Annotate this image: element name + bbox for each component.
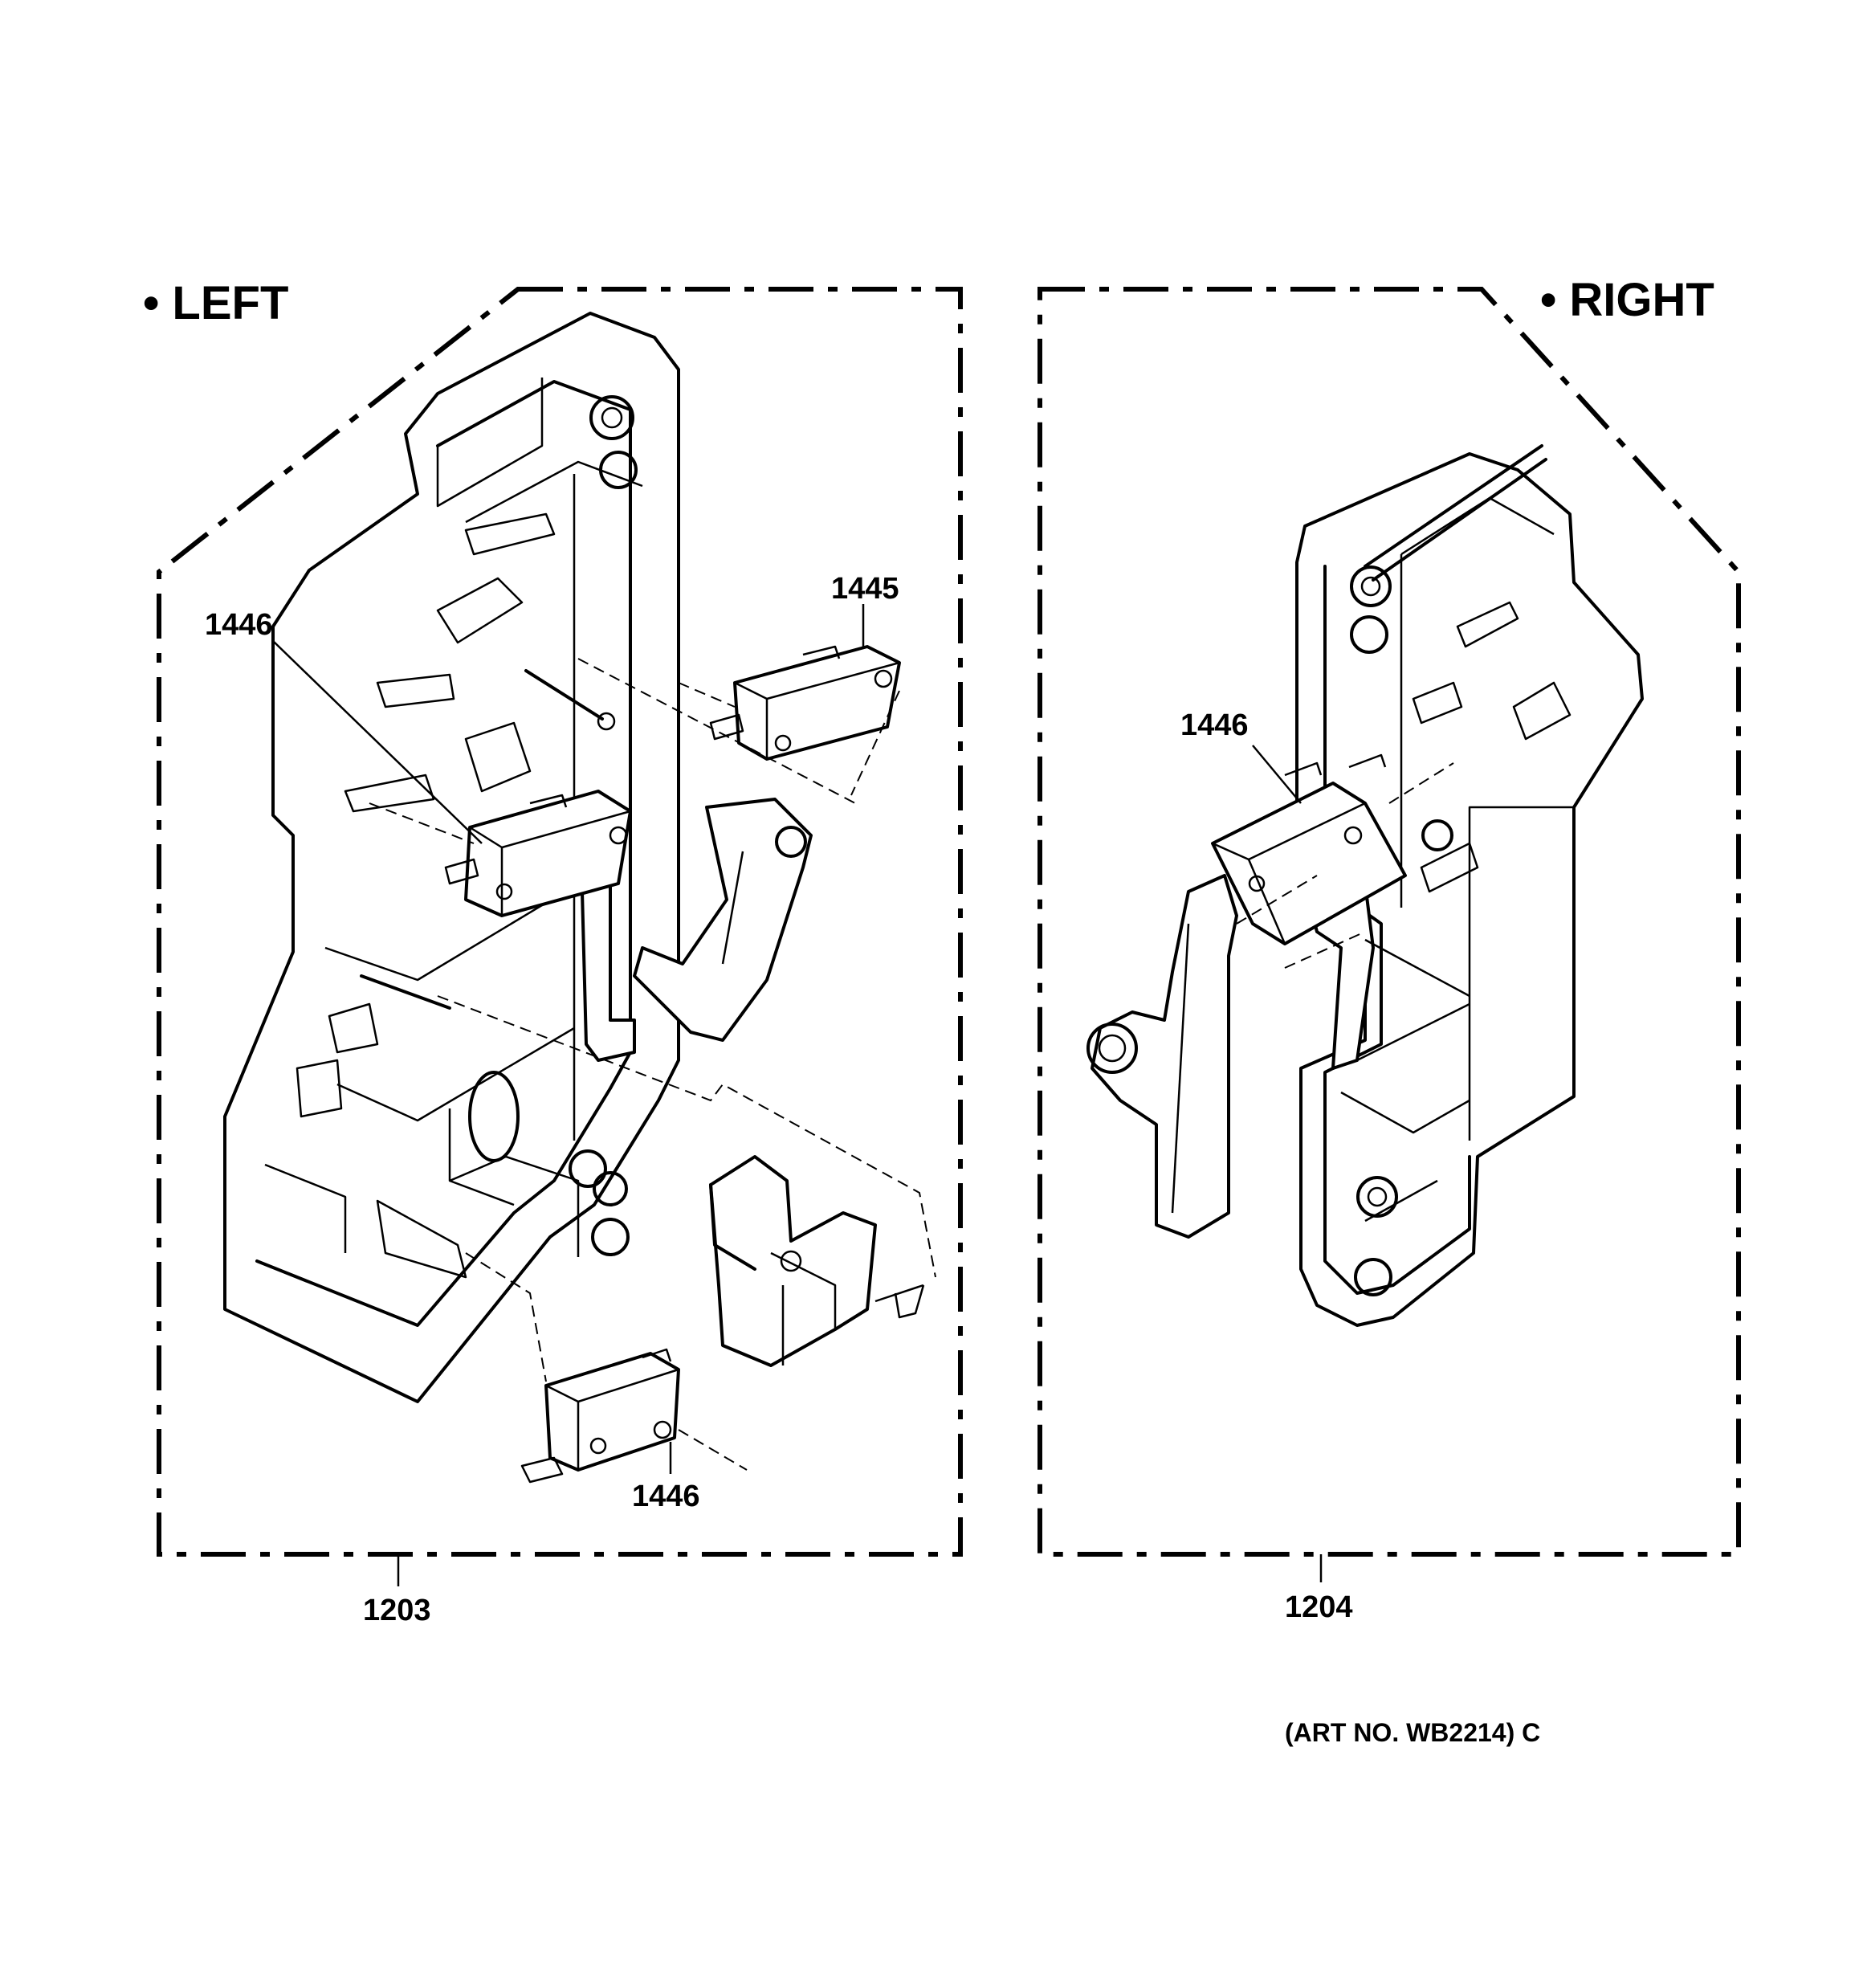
- left-assembly-number: 1203: [363, 1594, 431, 1627]
- left-housing: [223, 312, 813, 1403]
- right-switch: [1211, 753, 1407, 945]
- callout-left-switch-right: 1445: [831, 572, 899, 606]
- left-assembly-boundary: [157, 287, 963, 1557]
- callout-right-switch: 1446: [1180, 708, 1249, 742]
- callout-left-switch-upper: 1446: [205, 608, 273, 642]
- right-panel: • RIGHT: [1037, 274, 1741, 1557]
- left-actuator-block: [709, 1155, 925, 1367]
- left-upper-switch: [444, 790, 632, 917]
- right-assembly-boundary: [1037, 287, 1741, 1557]
- left-panel: • LEFT: [143, 277, 963, 1557]
- left-heading: • LEFT: [143, 277, 288, 329]
- callout-left-switch-bottom: 1446: [632, 1480, 700, 1513]
- right-assembly-number: 1204: [1285, 1590, 1353, 1624]
- art-number: (ART NO. WB2214) C: [1285, 1718, 1540, 1747]
- left-bottom-switch: [520, 1348, 680, 1484]
- right-heading: • RIGHT: [1540, 274, 1714, 326]
